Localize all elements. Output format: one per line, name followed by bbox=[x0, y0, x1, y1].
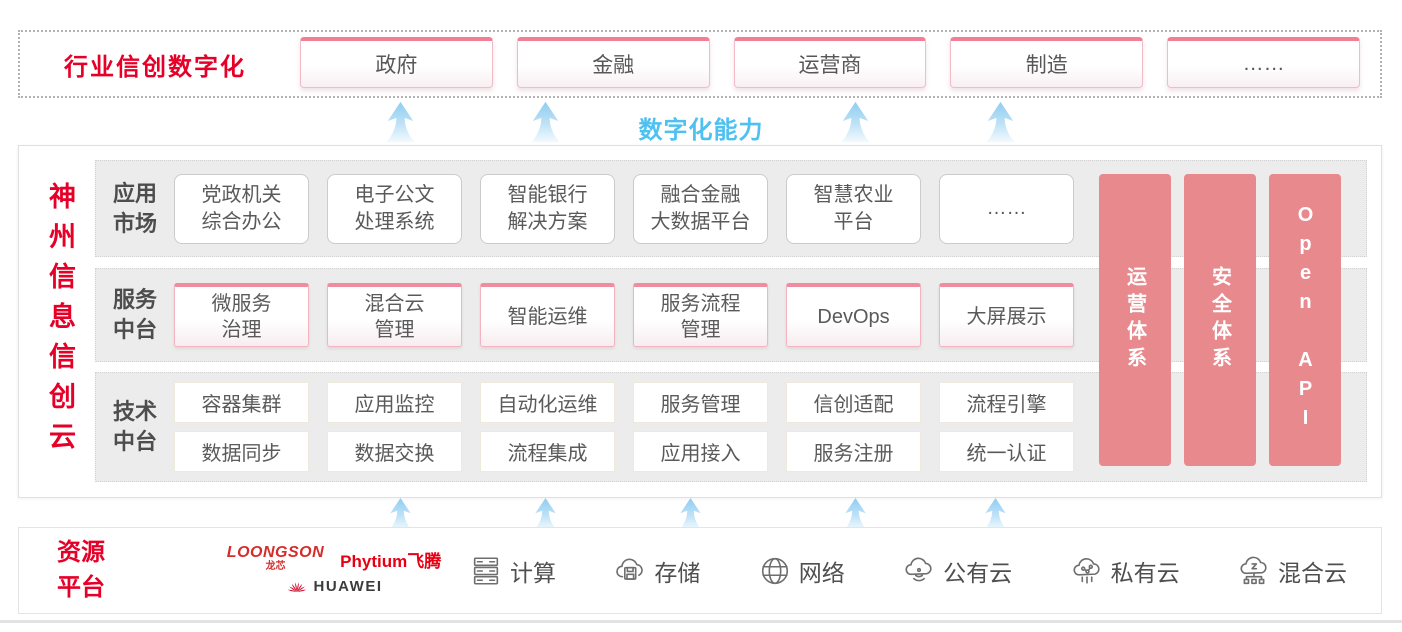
resource-item-label: 存储 bbox=[654, 559, 701, 586]
network-icon bbox=[761, 557, 788, 584]
platform-vertical-title: 神州信息信创云 bbox=[45, 181, 75, 462]
tech-mid-row: 技术 中台 容器集群 应用监控 自动化运维 服务管理 信创适配 流程引擎 数据同… bbox=[95, 372, 1367, 482]
resource-platform-panel: 资源 平台 LOONGSON 龙芯 Phytium飞腾 bbox=[18, 527, 1382, 614]
capability-label: 数字化能力 bbox=[638, 117, 764, 144]
up-arrow-icon bbox=[839, 101, 872, 143]
up-arrow-icon bbox=[531, 498, 560, 530]
app-market-row: 应用 市场 党政机关 综合办公 电子公文 处理系统 智能银行 解决方案 融合金融… bbox=[95, 160, 1367, 257]
tech-box: 信创适配 bbox=[786, 382, 921, 423]
public-cloud-icon bbox=[905, 557, 932, 581]
up-arrow-icon bbox=[386, 498, 415, 530]
hybrid-cloud-icon bbox=[1240, 556, 1267, 584]
loongson-wordmark: LOONGSON bbox=[226, 544, 325, 561]
up-arrow-icon bbox=[984, 101, 1017, 143]
vendor-row-2: HUAWEI bbox=[209, 577, 459, 596]
tech-box: 服务注册 bbox=[786, 431, 921, 472]
compute-icon bbox=[473, 556, 499, 585]
service-box: 服务流程 管理 bbox=[633, 283, 768, 347]
tech-box: 数据交换 bbox=[327, 431, 462, 472]
storage-icon bbox=[616, 558, 644, 580]
app-box: 智能银行 解决方案 bbox=[480, 173, 615, 244]
app-market-label: 应用 市场 bbox=[112, 180, 157, 236]
tech-box: 统一认证 bbox=[939, 431, 1074, 472]
resource-item-private-cloud: 私有云 bbox=[1070, 554, 1180, 588]
industry-banner-title: 行业信创数字化 bbox=[64, 53, 246, 81]
resource-item-label: 私有云 bbox=[1110, 559, 1180, 586]
pillar-security-system: 安全体系 bbox=[1184, 174, 1256, 466]
up-arrow-icon bbox=[841, 498, 870, 530]
service-mid-label: 服务 中台 bbox=[112, 287, 157, 342]
huawei-wordmark: HUAWEI bbox=[313, 578, 383, 595]
service-box: 大屏展示 bbox=[939, 283, 1074, 347]
service-box: 微服务 治理 bbox=[174, 283, 309, 347]
tech-box: 容器集群 bbox=[174, 382, 309, 423]
vendor-logos: LOONGSON 龙芯 Phytium飞腾 bbox=[209, 528, 459, 613]
resource-item-label: 混合云 bbox=[1277, 559, 1347, 586]
resource-item-network: 网络 bbox=[758, 554, 845, 588]
industry-box-finance: 金融 bbox=[516, 37, 710, 88]
tech-mid-items: 容器集群 应用监控 自动化运维 服务管理 信创适配 流程引擎 数据同步 数据交换… bbox=[174, 382, 1074, 472]
service-mid-items: 微服务 治理 混合云 管理 智能运维 服务流程 管理 DevOps 大屏展示 bbox=[174, 269, 1074, 361]
resource-item-label: 网络 bbox=[798, 559, 845, 586]
resource-item-hybrid-cloud: 混合云 bbox=[1237, 554, 1347, 588]
tech-row-2: 数据同步 数据交换 流程集成 应用接入 服务注册 统一认证 bbox=[174, 431, 1074, 472]
tech-box: 服务管理 bbox=[633, 382, 768, 423]
service-box: 混合云 管理 bbox=[327, 283, 462, 347]
resource-item-label: 计算 bbox=[510, 559, 556, 586]
app-box: 电子公文 处理系统 bbox=[327, 173, 462, 244]
resource-items: 计算 存储 网络 bbox=[469, 528, 1347, 613]
industry-banner: 行业信创数字化 政府 金融 运营商 制造 …… bbox=[18, 30, 1382, 98]
resource-item-compute: 计算 bbox=[469, 554, 556, 588]
loongson-logo: LOONGSON 龙芯 bbox=[227, 545, 324, 572]
tech-box: 自动化运维 bbox=[480, 382, 615, 423]
app-box: 党政机关 综合办公 bbox=[174, 173, 309, 244]
huawei-flower-icon bbox=[287, 582, 306, 592]
loongson-chinese: 龙芯 bbox=[265, 561, 286, 572]
tech-box: 应用接入 bbox=[633, 431, 768, 472]
pillar-operations-system: 运营体系 bbox=[1099, 174, 1171, 466]
industry-box-operator: 运营商 bbox=[733, 37, 927, 88]
private-cloud-icon bbox=[1073, 557, 1100, 584]
service-box: 智能运维 bbox=[480, 283, 615, 347]
pillar-open-api: Open API bbox=[1269, 174, 1341, 466]
service-mid-row: 服务 中台 微服务 治理 混合云 管理 智能运维 服务流程 管理 DevOps … bbox=[95, 268, 1367, 362]
industry-box-manufacturing: 制造 bbox=[950, 37, 1144, 88]
app-box: 融合金融 大数据平台 bbox=[633, 173, 768, 244]
bottom-divider bbox=[0, 620, 1402, 623]
up-arrow-icon bbox=[676, 498, 705, 530]
resource-item-storage: 存储 bbox=[613, 554, 700, 588]
industry-box-government: 政府 bbox=[300, 37, 493, 88]
tech-mid-label: 技术 中台 bbox=[112, 399, 157, 454]
tech-box: 流程引擎 bbox=[939, 382, 1074, 423]
tech-row-1: 容器集群 应用监控 自动化运维 服务管理 信创适配 流程引擎 bbox=[174, 382, 1074, 423]
service-box: DevOps bbox=[786, 283, 921, 347]
app-box: 智慧农业 平台 bbox=[786, 173, 921, 244]
vendor-row-1: LOONGSON 龙芯 Phytium飞腾 bbox=[209, 545, 459, 572]
industry-list: 政府 金融 运营商 制造 …… bbox=[300, 37, 1360, 88]
resource-item-public-cloud: 公有云 bbox=[902, 554, 1012, 588]
phytium-logo: Phytium飞腾 bbox=[340, 552, 442, 571]
tech-box: 流程集成 bbox=[480, 431, 615, 472]
resource-item-label: 公有云 bbox=[943, 559, 1013, 586]
industry-box-more: …… bbox=[1167, 37, 1360, 88]
resource-platform-title: 资源 平台 bbox=[57, 538, 105, 601]
up-arrow-icon bbox=[981, 498, 1010, 530]
cloud-platform-panel: 神州信息信创云 应用 市场 党政机关 综合办公 电子公文 处理系统 智能银行 解… bbox=[18, 145, 1382, 498]
app-market-items: 党政机关 综合办公 电子公文 处理系统 智能银行 解决方案 融合金融 大数据平台… bbox=[174, 161, 1074, 256]
tech-box: 应用监控 bbox=[327, 382, 462, 423]
tech-box: 数据同步 bbox=[174, 431, 309, 472]
app-box-more: …… bbox=[939, 173, 1074, 244]
